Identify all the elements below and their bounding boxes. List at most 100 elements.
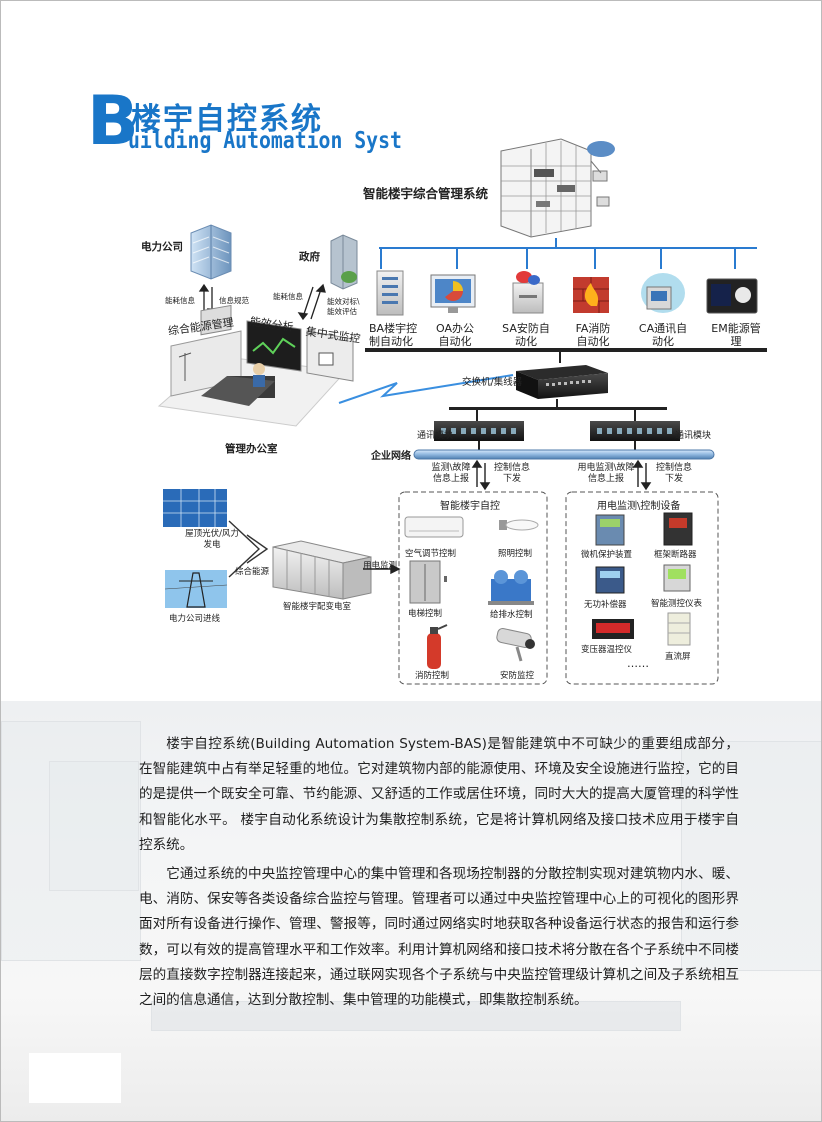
water-pump-icon [488, 570, 534, 605]
relay-protection-icon [595, 514, 625, 546]
subsystem-sa: SA安防自动化 [501, 322, 551, 348]
source-merge-chevrons [228, 520, 269, 578]
efficiency-line2: 能效评估 [327, 307, 357, 316]
ba-server-icon [376, 270, 404, 316]
substation-cabinets-icon [272, 540, 372, 600]
corner-blank-box [29, 1053, 121, 1103]
bg-monitor-wall-inner [49, 761, 139, 891]
info-spec-label: 信息规范 [219, 296, 249, 305]
enterprise-network-label: 企业网络 [371, 451, 411, 462]
smart-item-fire: 消防控制 [415, 671, 450, 681]
smart-control-box [398, 491, 548, 685]
security-camera-icon [496, 628, 535, 662]
elevator-icon [409, 560, 447, 604]
power-company-label: 电力公司 [141, 241, 183, 253]
bg-glass-wall-right [681, 741, 821, 971]
air-conditioner-icon [404, 516, 464, 538]
monitor-report-line1: 监测\故障 [431, 463, 471, 473]
government-building-icon [330, 234, 358, 290]
network-switch-icon [516, 365, 608, 399]
dc-panel-icon [667, 612, 691, 646]
page-title-cn: 楼宇自控系统 [131, 102, 323, 137]
subsystem-oa-line1: OA办公 [436, 322, 474, 335]
subsystem-ba-line1: BA楼宇控 [369, 322, 418, 335]
subsystem-em-line2: 理 [730, 335, 742, 348]
rooftop-line1: 屋顶光伏/风力 [185, 529, 239, 539]
control-down-label-1: 控制信息下发 [491, 463, 533, 485]
power-device-box [565, 491, 719, 685]
energy-info-label-2: 能耗信息 [273, 292, 303, 301]
device-item-breaker: 框架断路器 [654, 550, 697, 560]
subsystem-em-line1: EM能源管 [711, 322, 761, 335]
smart-item-security: 安防监控 [500, 671, 535, 681]
solar-wind-icon [163, 489, 227, 527]
efficiency-label: 能效对标\能效评估 [327, 297, 360, 317]
smart-building-wireframe-icon [500, 138, 615, 238]
control-down-1-line2: 下发 [502, 474, 521, 484]
smart-item-lighting: 照明控制 [498, 549, 533, 559]
monitor-report-line2: 信息上报 [432, 474, 469, 484]
control-down-2-line2: 下发 [664, 474, 683, 484]
government-label: 政府 [299, 251, 320, 263]
enterprise-network-pipe [413, 449, 715, 460]
subsystem-fa-line1: FA消防 [575, 322, 611, 335]
subsystem-oa: OA办公自动化 [433, 322, 477, 348]
integrated-energy-label: 综合能源 [235, 567, 270, 577]
device-item-dc: 直流屏 [665, 652, 691, 662]
device-item-compensator: 无功补偿器 [584, 600, 627, 610]
em-meter-icon [706, 278, 758, 314]
smart-item-water: 给排水控制 [490, 610, 533, 620]
data-flow-arrows [471, 459, 652, 491]
comm-module-right-icon [590, 421, 680, 441]
ca-phone-icon [641, 273, 685, 313]
temperature-controller-icon [592, 619, 634, 639]
subsystem-ca: CA通讯自动化 [637, 322, 689, 348]
bas-architecture-diagram [157, 138, 767, 685]
management-office-scene [157, 304, 354, 427]
rooftop-label: 屋顶光伏/风力发电 [177, 529, 247, 551]
frame-breaker-icon [663, 512, 693, 546]
power-report-label: 用电监测\故障信息上报 [575, 463, 637, 485]
subsystem-divider-bar [365, 348, 767, 352]
device-item-relay: 微机保护装置 [581, 550, 633, 560]
smart-item-ac: 空气调节控制 [405, 549, 457, 559]
switch-label: 交换机/集线器 [462, 377, 523, 388]
fire-extinguisher-icon [427, 624, 448, 669]
intro-paragraph-2: 它通过系统的中央监控管理中心的集中管理和各现场控制器的分散控制实现对建筑物内水、… [139, 866, 739, 1009]
power-grid-tower-icon [164, 570, 228, 608]
power-monitor-label: 用电监测 [363, 561, 398, 571]
subsystem-fa: FA消防自动化 [571, 322, 615, 348]
energy-info-label-1: 能耗信息 [165, 296, 195, 305]
smart-box-title: 智能楼宇自控 [440, 501, 500, 512]
reactive-compensator-icon [595, 566, 625, 594]
lighting-bulb-icon [499, 519, 539, 531]
grid-label: 电力公司进线 [169, 614, 221, 624]
device-item-meter: 智能测控仪表 [651, 599, 703, 609]
subsystem-ca-line2: 动化 [652, 335, 674, 348]
device-more-ellipsis: …… [627, 657, 649, 670]
bg-console-desk [151, 1001, 681, 1031]
wireless-link-line [338, 374, 514, 404]
subsystem-sa-line2: 动化 [515, 335, 537, 348]
rooftop-line2: 发电 [203, 540, 221, 550]
system-bus-lines [379, 238, 757, 269]
power-report-line2: 信息上报 [587, 474, 624, 484]
subsystem-ba: BA楼宇控制自动化 [369, 322, 418, 348]
intro-section-background [1, 701, 821, 1121]
subsystem-sa-line1: SA安防自 [502, 322, 550, 335]
efficiency-line1: 能效对标\ [327, 297, 360, 306]
intro-paragraph-1: 楼宇自控系统(Building Automation System-BAS)是智… [139, 736, 739, 853]
control-down-1-line1: 控制信息 [493, 463, 530, 473]
oa-monitor-icon [430, 274, 476, 313]
comm-module-left-icon [434, 421, 524, 441]
comm-module-left-label: 通讯模块 [417, 431, 454, 441]
comm-module-right-label: 通讯模块 [675, 431, 712, 441]
monitor-report-label: 监测\故障信息上报 [427, 463, 475, 485]
subsystem-ba-line2: 制自动化 [369, 335, 413, 348]
power-company-building-icon [190, 224, 232, 280]
device-item-temp: 变压器温控仪 [581, 645, 633, 655]
power-monitor-arrow [363, 563, 401, 575]
control-down-label-2: 控制信息下发 [653, 463, 695, 485]
control-down-2-line1: 控制信息 [655, 463, 692, 473]
